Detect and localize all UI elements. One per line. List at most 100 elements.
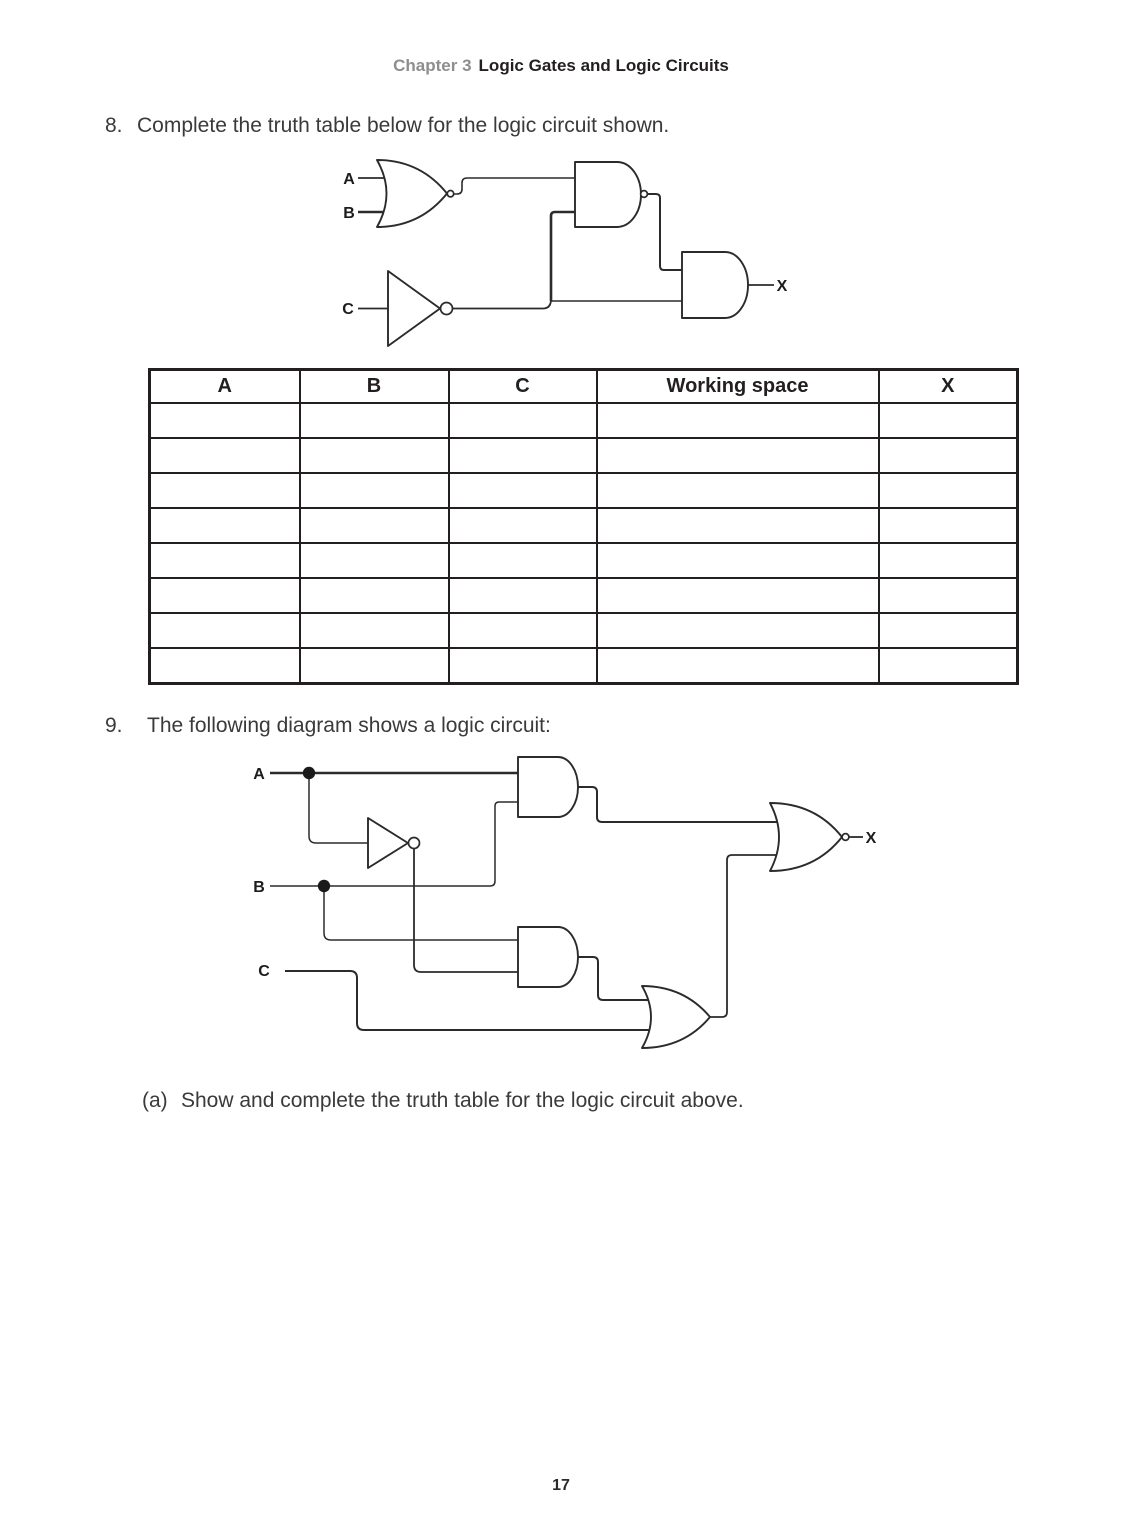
truth-table-cell — [595, 472, 880, 509]
chapter-title: Logic Gates and Logic Circuits — [478, 56, 729, 75]
label-output-x: X — [866, 830, 877, 847]
wire-input-c — [285, 970, 658, 1031]
truth-table-cell — [148, 437, 301, 474]
truth-table-row — [148, 542, 1019, 579]
page-number: 17 — [552, 1477, 570, 1494]
and-gate-1 — [517, 756, 579, 818]
running-head: Chapter 3 Logic Gates and Logic Circuits — [0, 56, 1122, 76]
truth-table-cell — [447, 507, 598, 544]
truth-table-cell — [877, 507, 1019, 544]
question9-number: 9. — [105, 714, 123, 737]
truth-table-row — [148, 647, 1019, 685]
truth-table-cell — [877, 577, 1019, 614]
truth-table-cell — [148, 542, 301, 579]
truth-table-cell — [595, 612, 880, 649]
wire-a-to-not — [308, 773, 368, 844]
truth-table-cell — [148, 507, 301, 544]
junction-dot-b — [317, 879, 331, 893]
truth-table-cell — [148, 612, 301, 649]
label-output-x: X — [777, 278, 788, 295]
truth-table-row — [148, 507, 1019, 544]
label-input-a: A — [343, 171, 355, 188]
question8-prompt: Complete the truth table below for the l… — [137, 114, 670, 137]
truth-table-cell — [298, 437, 450, 474]
truth-table-cell — [298, 472, 450, 509]
truth-table-cell — [877, 612, 1019, 649]
question9a-prompt: Show and complete the truth table for th… — [181, 1089, 744, 1112]
wire-not-output — [453, 298, 552, 310]
truth-table-body — [148, 402, 1019, 685]
truth-table-cell — [298, 402, 450, 439]
truth-table-cell — [298, 647, 450, 685]
truth-table-row — [148, 472, 1019, 509]
truth-table-cell — [595, 542, 880, 579]
label-input-b: B — [253, 879, 265, 896]
truth-table-column-header: C — [447, 368, 598, 404]
truth-table-cell — [148, 402, 301, 439]
logic-circuit-q9: A B C X — [253, 756, 877, 1049]
truth-table-cell — [447, 437, 598, 474]
truth-table-cell — [298, 577, 450, 614]
nand-bubble-icon — [639, 189, 649, 199]
wire-input-b — [270, 801, 518, 887]
truth-table-column-header: X — [877, 368, 1019, 404]
not-gate — [387, 270, 441, 347]
and-gate-2 — [517, 926, 579, 988]
junction-dot-a — [302, 766, 316, 780]
truth-table-cell — [877, 647, 1019, 685]
question8-number: 8. — [105, 114, 123, 137]
wire-nand-to-and — [647, 193, 682, 271]
nor-gate — [376, 159, 448, 228]
truth-table-row — [148, 577, 1019, 614]
truth-table-cell — [447, 402, 598, 439]
truth-table-cell — [148, 577, 301, 614]
truth-table-cell — [447, 647, 598, 685]
truth-table-cell — [447, 542, 598, 579]
nor-bubble-icon — [841, 832, 850, 842]
truth-table-cell — [447, 612, 598, 649]
wire-not-to-and2 — [413, 849, 518, 973]
truth-table-cell — [595, 507, 880, 544]
nor-gate — [769, 802, 843, 872]
not-gate — [367, 817, 409, 869]
truth-table-cell — [298, 507, 450, 544]
label-input-c: C — [258, 963, 270, 980]
and-gate — [681, 251, 749, 319]
wire-nor-to-nand — [450, 177, 575, 195]
label-input-c: C — [342, 301, 354, 318]
chapter-label: Chapter 3 — [393, 56, 472, 75]
truth-table-cell — [877, 542, 1019, 579]
truth-table-cell — [447, 472, 598, 509]
truth-table-cell — [877, 437, 1019, 474]
not-bubble-icon — [439, 301, 454, 316]
truth-table-column-header: A — [148, 368, 301, 404]
truth-table-column-header: B — [298, 368, 450, 404]
truth-table-cell — [595, 402, 880, 439]
truth-table-row — [148, 437, 1019, 474]
nand-gate — [574, 161, 642, 228]
truth-table-row — [148, 402, 1019, 439]
wire-b-to-and2 — [323, 886, 518, 941]
truth-table-cell — [298, 612, 450, 649]
truth-table-cell — [298, 542, 450, 579]
label-input-b: B — [343, 205, 355, 222]
truth-table-column-header: Working space — [595, 368, 880, 404]
wire-and1-to-nor — [578, 786, 788, 823]
wire-branch-to-nand — [549, 210, 575, 301]
truth-table-cell — [148, 647, 301, 685]
not-bubble-icon — [407, 836, 421, 850]
wire-or-to-nor — [710, 854, 788, 1018]
truth-table-cell — [877, 402, 1019, 439]
truth-table-cell — [877, 472, 1019, 509]
truth-table-cell — [148, 472, 301, 509]
truth-table-cell — [595, 647, 880, 685]
truth-table-row — [148, 612, 1019, 649]
truth-table-cell — [595, 577, 880, 614]
logic-circuit-q8: A B C X — [342, 159, 788, 347]
question9a-label: (a) — [142, 1089, 168, 1112]
or-gate — [641, 985, 711, 1049]
label-input-a: A — [253, 766, 265, 783]
